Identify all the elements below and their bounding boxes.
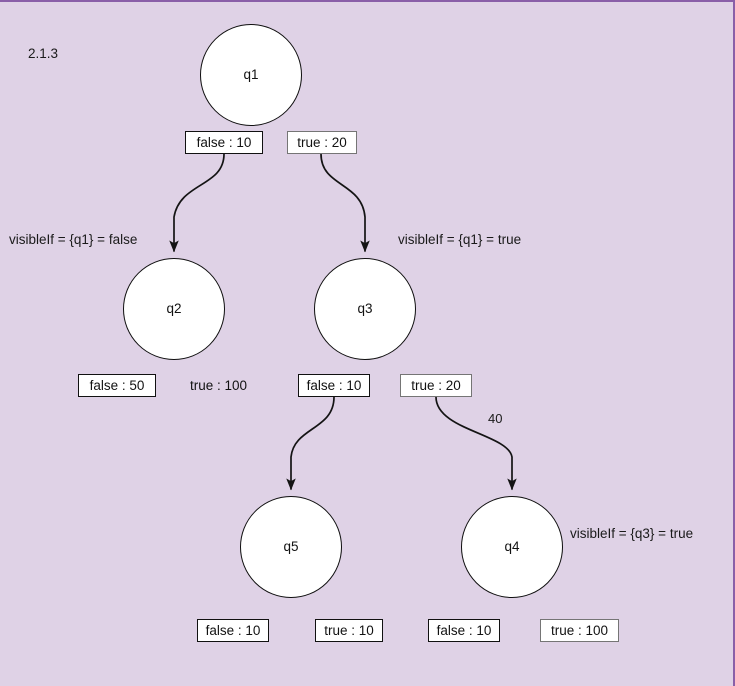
node-q2[interactable]: q2 bbox=[123, 258, 225, 360]
condition-label-cond-q1-true: visibleIf = {q1} = true bbox=[398, 232, 522, 247]
node-label: q4 bbox=[504, 539, 520, 555]
value-chip-q4-true[interactable]: true : 100 bbox=[540, 619, 619, 642]
node-label: q5 bbox=[283, 539, 299, 555]
node-q3[interactable]: q3 bbox=[314, 258, 416, 360]
edge-edge-q1-false-to-q2 bbox=[169, 153, 225, 253]
node-q4[interactable]: q4 bbox=[461, 496, 563, 598]
value-chip-q4-false[interactable]: false : 10 bbox=[428, 619, 500, 642]
number-edge-weight-40: 40 bbox=[488, 411, 503, 426]
node-label: q3 bbox=[357, 301, 373, 317]
condition-label-cond-q1-false: visibleIf = {q1} = false bbox=[9, 232, 138, 247]
node-label: q1 bbox=[243, 67, 259, 83]
edge-edge-q3-false-to-q5 bbox=[286, 396, 335, 491]
value-chip-q2-false[interactable]: false : 50 bbox=[78, 374, 156, 397]
value-label-q2-true-plain: true : 100 bbox=[190, 378, 248, 393]
node-label: q2 bbox=[166, 301, 182, 317]
value-chip-q5-false[interactable]: false : 10 bbox=[197, 619, 269, 642]
value-chip-q3-false[interactable]: false : 10 bbox=[298, 374, 370, 397]
value-chip-q5-true[interactable]: true : 10 bbox=[315, 619, 383, 642]
value-chip-q1-true[interactable]: true : 20 bbox=[287, 131, 357, 154]
value-chip-q3-true[interactable]: true : 20 bbox=[400, 374, 472, 397]
value-chip-q1-false[interactable]: false : 10 bbox=[185, 131, 263, 154]
condition-label-cond-q3-true: visibleIf = {q3} = true bbox=[570, 526, 694, 541]
diagram-version-tag: 2.1.3 bbox=[28, 46, 59, 61]
edge-edge-q1-true-to-q3 bbox=[320, 153, 370, 253]
node-q1[interactable]: q1 bbox=[200, 24, 302, 126]
node-q5[interactable]: q5 bbox=[240, 496, 342, 598]
